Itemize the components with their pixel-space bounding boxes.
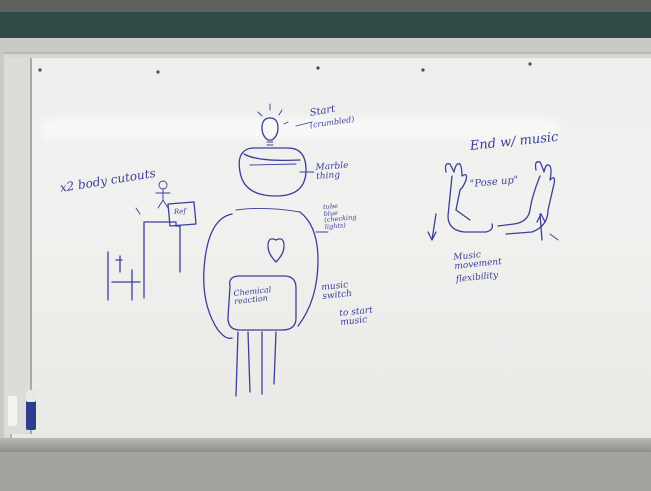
note-tube: tube blue (checking lights) <box>323 201 355 230</box>
eraser-marker <box>8 396 17 426</box>
lower-wall <box>0 452 651 491</box>
note-box-label: Ref <box>174 208 186 216</box>
marker-tray <box>0 438 651 452</box>
board-screws <box>38 62 531 73</box>
robot-figure-sketch <box>204 104 328 396</box>
pose-arms-sketch <box>428 162 558 240</box>
note-marble-thing: Marble thing <box>315 161 360 182</box>
pedestal-figure-sketch <box>108 181 196 300</box>
blue-marker-cap <box>26 390 36 402</box>
